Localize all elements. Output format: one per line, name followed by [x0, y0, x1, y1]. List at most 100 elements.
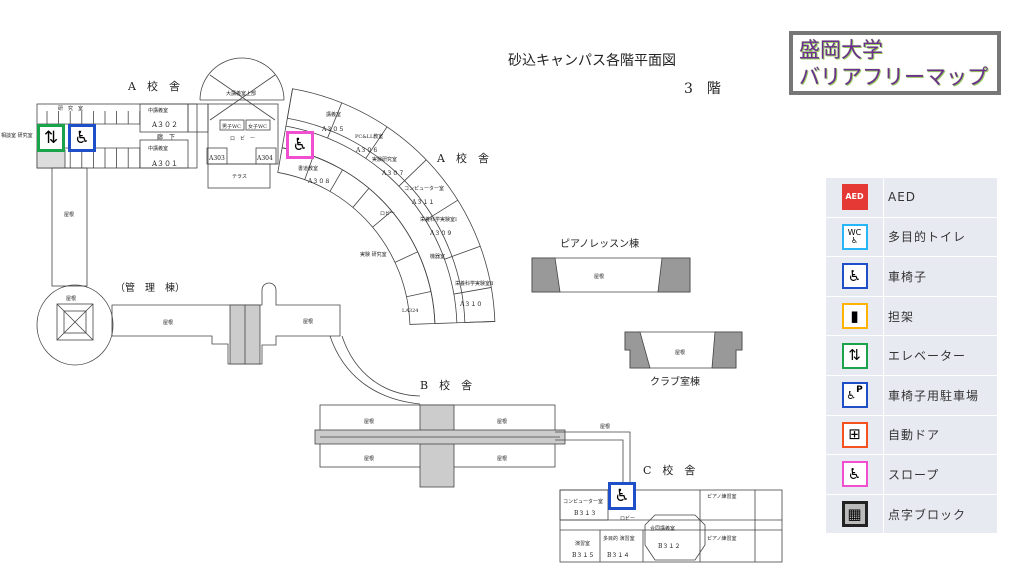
room-b314: B３１４	[607, 552, 629, 559]
room-name: 合同講義室	[650, 525, 675, 532]
terrace-label: テラス	[232, 174, 247, 180]
a-lobby: ロビー	[380, 210, 395, 217]
room-b313: B３１３	[574, 510, 596, 517]
corridor-label: 廊 下	[157, 133, 175, 141]
legend-label: 車椅子用駐車場	[888, 388, 980, 403]
legend-icon-cell: ♿	[826, 257, 884, 296]
stretcher-icon: ▮	[841, 303, 868, 330]
room-name: 実験研究室	[372, 156, 397, 163]
room-a302: A３０２	[151, 121, 178, 129]
room-name: コンピューター室	[404, 185, 444, 192]
legend-icon-cell: ♿P	[826, 375, 884, 415]
b-building-label: B 校 舎	[420, 378, 472, 392]
room-a311: A３１１	[411, 199, 434, 206]
room-name: PC&LL教室	[355, 133, 383, 140]
legend-label: 担架	[888, 309, 915, 324]
legend-label: 点字ブロック	[888, 507, 967, 522]
room-name: コンピューター室	[563, 498, 603, 505]
c-lobby: ロビー	[620, 515, 635, 522]
legend-label: エレベーター	[888, 349, 967, 364]
lab-room: 実験 研究室	[360, 251, 387, 258]
wc-text: WC	[847, 227, 862, 237]
a-building-center: 大講義室上部 男子WC 女子WC ロ ビ ー A303 A304 テラス	[199, 57, 285, 189]
legend-item: ▦ 点字ブロック	[826, 494, 997, 535]
wheelchair-icon[interactable]: ♿	[608, 482, 636, 510]
legend-item: ♿ 車椅子	[826, 257, 997, 297]
logo-line1: 盛岡大学	[799, 38, 883, 62]
parking-text: P	[856, 385, 863, 396]
elevator-icon: ⇅	[841, 342, 868, 369]
legend-item: ⇅ エレベーター	[826, 336, 997, 376]
a-building-label: A 校 舎	[436, 151, 489, 165]
legend-item: ♿P 車椅子用駐車場	[826, 375, 997, 416]
room-b315: B３１５	[572, 552, 594, 559]
legend-icon-cell: ⇅	[826, 336, 884, 375]
room-name: 書道教室	[298, 165, 318, 172]
room-a301: A３０１	[151, 160, 178, 168]
lobby-label: ロ ビ ー	[230, 135, 255, 142]
admin-building-label: （管 理 棟）	[115, 281, 185, 294]
legend-icon-cell: AED	[826, 178, 884, 217]
elevator-icon[interactable]: ⇅	[37, 124, 65, 152]
room-a305: A３０５	[321, 126, 344, 133]
logo: 盛岡大学 バリアフリーマップ	[789, 31, 1001, 95]
legend-label: AED	[888, 190, 917, 205]
roof-label: 屋根	[675, 349, 685, 356]
legend-label: 車椅子	[888, 269, 928, 284]
wheelchair-icon[interactable]: ♿	[68, 124, 96, 152]
roof-label: 屋根	[497, 455, 507, 462]
c-building: コンピューター室 B３１３ 合同講義室 B３１２ 演習室 B３１５ 多目的 演習…	[559, 489, 783, 563]
room-name: 栄養科学実験室Ⅱ	[455, 280, 494, 287]
page-title: 砂込キャンパス各階平面図	[508, 53, 676, 69]
roof-label: 屋根	[303, 318, 313, 325]
room-a306: A３０６	[355, 147, 378, 154]
legend-label: スロープ	[888, 467, 940, 482]
roof-label: 屋根	[364, 455, 374, 462]
legend-item: ⊞自動ドア	[826, 415, 997, 456]
room-a308: A３０８	[307, 178, 330, 185]
consult-room: 相談室 研究室	[1, 132, 33, 139]
lab-label: 研 究 室	[58, 105, 83, 112]
roof-label: 屋根	[364, 418, 374, 425]
multipurpose-toilet-icon: WC♿	[841, 223, 868, 250]
club-building-label: クラブ室棟	[650, 375, 700, 388]
piano-room: ピアノ練習室	[707, 535, 737, 542]
lecture-upper: 大講義室上部	[226, 90, 256, 97]
roof-label: 屋根	[66, 295, 76, 302]
legend-item: ▮ 担架	[826, 296, 997, 337]
room-name: 講義室	[326, 111, 341, 118]
aed-icon: AED	[841, 184, 868, 211]
braille-block-icon: ▦	[841, 501, 868, 528]
room-name: 中講義室	[148, 145, 168, 152]
room-a303: A303	[208, 155, 225, 162]
room-la324: LA324	[402, 308, 418, 314]
wheelchair-parking-icon: ♿P	[841, 382, 868, 409]
male-wc: 男子WC	[222, 123, 241, 130]
room-b312: B３１２	[658, 543, 680, 550]
piano-room: ピアノ練習室	[707, 493, 737, 500]
floor-label: 3 階	[684, 81, 721, 97]
room-a304: A304	[256, 155, 273, 162]
room-name: 演習室	[575, 540, 590, 547]
legend-icon-cell: ⊞	[826, 415, 884, 455]
slope-icon[interactable]: ♿	[286, 131, 314, 159]
room-a310: A３１０	[459, 301, 482, 308]
room-name: 中講義室	[148, 107, 168, 114]
piano-building: 屋根	[531, 257, 691, 293]
roof-label: 屋根	[64, 211, 74, 218]
piano-building-label: ピアノレッスン棟	[560, 237, 639, 250]
machine-room: 機器室	[430, 253, 445, 260]
c-building-label: C 校 舎	[643, 463, 695, 477]
legend-item: AED AED	[826, 178, 997, 218]
roof-label: 屋根	[600, 423, 610, 430]
a-building-label: A 校 舎	[127, 79, 180, 93]
admin-building: （管 理 棟） 屋根 屋根 屋根 屋根	[36, 167, 421, 405]
room-name: 栄養科学実験室Ⅰ	[420, 216, 457, 223]
legend-icon-cell: ▦	[826, 494, 884, 534]
logo-line2: バリアフリーマップ	[799, 65, 988, 89]
female-wc: 女子WC	[248, 123, 267, 130]
b-building: 屋根 屋根 屋根 屋根 屋根	[314, 404, 631, 490]
automatic-door-icon: ⊞	[841, 421, 868, 448]
